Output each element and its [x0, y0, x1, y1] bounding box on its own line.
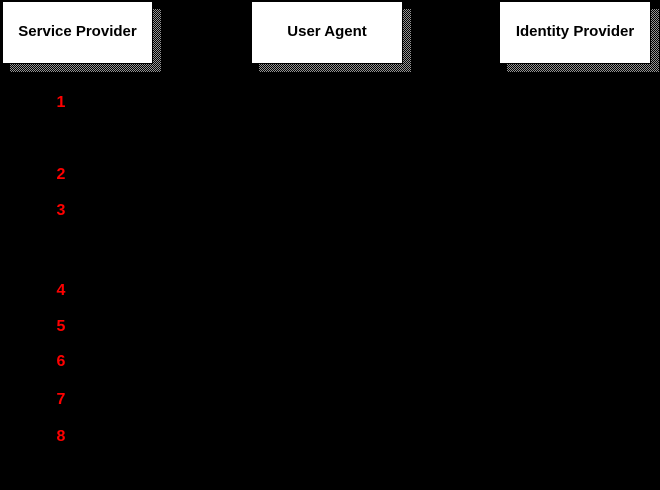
step-number-4: 4 [56, 282, 66, 299]
step-number-7: 7 [56, 391, 66, 408]
step-number-8: 8 [56, 428, 66, 445]
step-number-1: 1 [56, 94, 66, 111]
actor-box-service-provider: Service Provider [2, 1, 153, 64]
actor-label-service-provider: Service Provider [18, 23, 137, 40]
actor-label-identity-provider: Identity Provider [515, 23, 635, 40]
step-number-5: 5 [56, 318, 66, 335]
actor-box-user-agent: User Agent [251, 1, 403, 64]
step-number-3: 3 [56, 202, 66, 219]
actor-label-user-agent: User Agent [287, 23, 367, 40]
step-number-2: 2 [56, 166, 66, 183]
actor-box-identity-provider: Identity Provider [499, 1, 651, 64]
step-number-6: 6 [56, 353, 66, 370]
